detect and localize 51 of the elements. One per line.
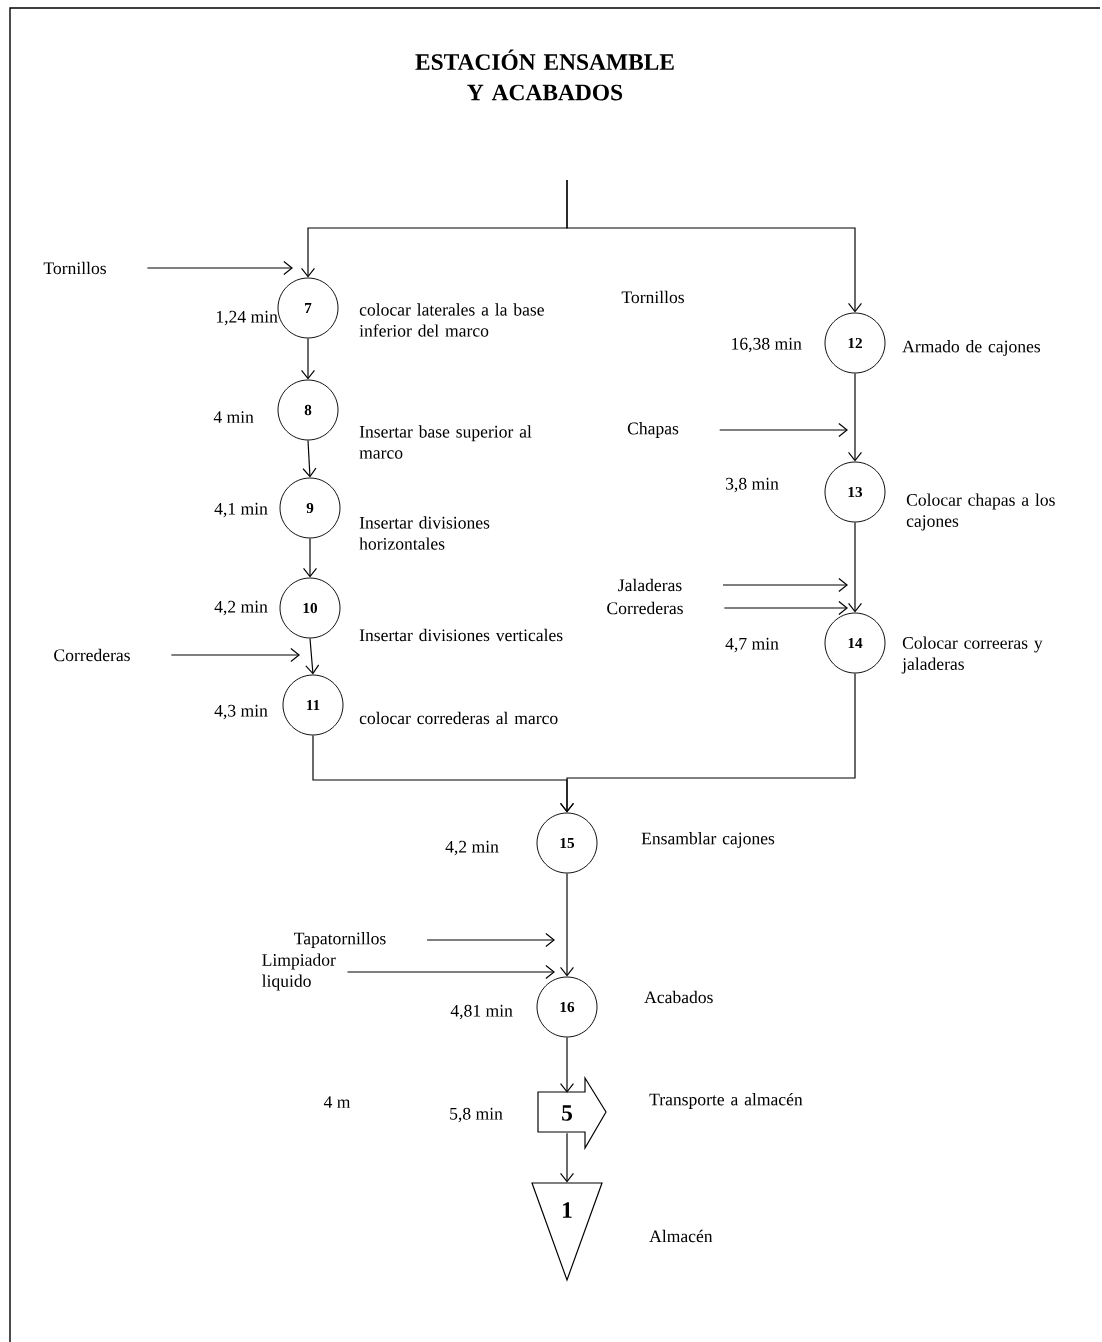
title: ESTACIÓN ENSAMBLE Y ACABADOS	[415, 49, 674, 101]
step-description: Colocar correeras y jaladeras	[901, 636, 1043, 674]
arrow	[559, 1036, 575, 1093]
arrow	[170, 648, 300, 663]
arrow	[302, 439, 317, 478]
input-label: Tornillos	[43, 261, 106, 275]
arrow	[723, 600, 848, 616]
step-description: Armado de cajones	[902, 340, 1041, 356]
step-description: Almacén	[649, 1229, 713, 1243]
input-label: Correderas	[607, 601, 683, 615]
arrow	[722, 577, 848, 593]
arrow	[847, 521, 863, 613]
input-label: Chapas	[627, 422, 679, 438]
step-description: Transporte a almacén	[649, 1093, 803, 1109]
time-label: 5,8 min	[450, 1107, 503, 1123]
arrow	[305, 637, 320, 675]
material-label: 4 m	[323, 1096, 351, 1108]
step-description: colocar correderas al marco	[359, 711, 558, 725]
step-description: Ensamblar cajones	[641, 832, 775, 848]
input-label: Jaladeras	[618, 578, 682, 592]
input-label: Correderas	[54, 648, 130, 662]
time-label: 4,3 min	[214, 704, 268, 720]
arrow	[300, 337, 316, 380]
step-description: Insertar divisiones horizontales	[359, 516, 490, 550]
time-label: 3,8 min	[726, 477, 779, 493]
arrow	[426, 933, 555, 948]
time-label: 4,2 min	[445, 840, 499, 856]
input-label: Tapatornillos	[294, 932, 386, 948]
arrow	[847, 372, 863, 462]
arrow	[346, 965, 555, 980]
arrow	[302, 537, 318, 578]
step-description: colocar laterales a la base inferior del marco	[359, 303, 544, 337]
arrow	[719, 422, 848, 438]
step-description: Colocar chapas a los cajones	[906, 493, 1055, 531]
input-label: Limpiador liquido	[262, 953, 336, 991]
arrow	[559, 1132, 575, 1183]
time-label: 4,81 min	[450, 1004, 513, 1020]
step-description: Insertar divisiones verticales	[359, 628, 563, 642]
arrow	[559, 672, 856, 813]
arrow	[146, 260, 293, 276]
arrow	[566, 179, 863, 313]
time-label: 1,24 min	[216, 310, 278, 326]
material-label: Tornillos	[621, 290, 684, 304]
arrow	[559, 872, 575, 977]
step-description: Acabados	[644, 990, 713, 1004]
time-label: 4,7 min	[725, 637, 779, 653]
step-description: Insertar base superior al marco	[359, 425, 532, 459]
time-label: 4,2 min	[214, 600, 268, 616]
time-label: 4 min	[213, 411, 254, 423]
time-label: 4,1 min	[214, 502, 268, 518]
time-label: 16,38 min	[732, 337, 802, 353]
